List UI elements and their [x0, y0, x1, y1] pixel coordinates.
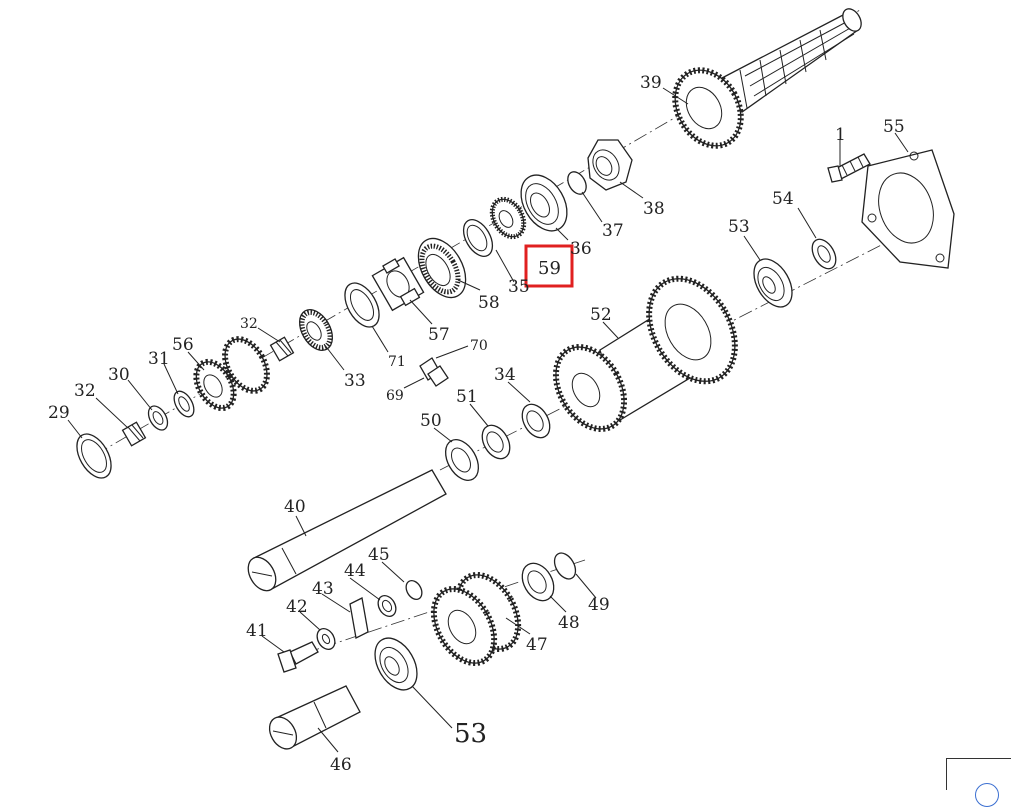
label-57: 57: [428, 325, 450, 345]
washer-48: [521, 562, 555, 602]
label-55: 55: [883, 117, 905, 137]
label-35: 35: [508, 277, 530, 297]
snap-ring-49: [553, 552, 577, 580]
label-70: 70: [470, 338, 488, 354]
label-38: 38: [643, 199, 665, 219]
label-56: 56: [172, 335, 194, 355]
label-34: 34: [494, 365, 516, 385]
label-37: 37: [602, 221, 624, 241]
washer-51: [481, 424, 511, 460]
label-51: 51: [456, 387, 478, 407]
part-labels: 1 55 39 38 37 36 59 35 58 57 71 33 32 56…: [48, 73, 905, 775]
synchro-sleeve-58: [417, 237, 467, 299]
washer-44: [377, 595, 397, 617]
clip-69-70: [419, 357, 449, 387]
leader-lines: [67, 87, 909, 753]
label-36: 36: [570, 239, 592, 259]
label-50: 50: [420, 411, 442, 431]
label-30: 30: [108, 365, 130, 385]
label-47: 47: [526, 635, 548, 655]
needle-bearing-32-lower: [121, 421, 147, 447]
label-46: 46: [330, 755, 352, 775]
label-59: 59: [538, 258, 561, 279]
label-71: 71: [388, 354, 406, 370]
cover-plate-55: [861, 149, 955, 269]
label-48: 48: [558, 613, 580, 633]
label-52: 52: [590, 305, 612, 325]
label-41: 41: [246, 621, 268, 641]
gear-56: [193, 336, 270, 412]
label-54: 54: [772, 189, 794, 209]
synchro-hub-57: [371, 256, 425, 312]
washer-54: [811, 238, 837, 270]
label-44: 44: [344, 561, 366, 581]
diagram-canvas: 1 55 39 38 37 36 59 35 58 57 71 33 32 56…: [48, 8, 955, 775]
gear-59: [489, 196, 527, 240]
label-45: 45: [368, 545, 390, 565]
exploded-parts-diagram: 1 55 39 38 37 36 59 35 58 57 71 33 32 56…: [48, 8, 1011, 807]
bearing-53-lower: [374, 637, 418, 691]
label-58: 58: [478, 293, 500, 313]
washer-31: [173, 390, 195, 418]
label-53-lower: 53: [454, 719, 487, 749]
label-32-upper: 32: [240, 316, 258, 332]
label-39: 39: [640, 73, 662, 93]
thrust-washer-29: [76, 433, 112, 479]
washer-30: [147, 405, 169, 431]
counter-shaft-40: [247, 469, 447, 592]
label-29: 29: [48, 403, 70, 423]
bearing-53-right: [753, 258, 793, 308]
bolt-1: [827, 153, 871, 183]
label-43: 43: [312, 579, 334, 599]
label-1: 1: [835, 125, 846, 145]
washer-35: [462, 219, 494, 257]
label-31: 31: [148, 349, 170, 369]
main-shaft-39: [672, 8, 862, 149]
bearing-50: [444, 439, 480, 481]
snap-ring-37: [567, 171, 587, 195]
spline-coupling-33: [298, 309, 334, 351]
label-33: 33: [344, 371, 366, 391]
idler-shaft-46: [268, 685, 361, 750]
needle-bearing-32-upper: [269, 336, 295, 362]
blocker-ring-71: [344, 282, 380, 328]
info-icon: [975, 783, 999, 807]
label-69: 69: [386, 388, 404, 404]
o-ring-45: [405, 580, 423, 600]
washer-34: [521, 403, 551, 439]
lock-plate-43: [349, 597, 369, 639]
label-49: 49: [588, 595, 610, 615]
corner-widget[interactable]: [946, 758, 1011, 807]
highlight-box: [524, 244, 574, 288]
washer-42: [316, 628, 336, 650]
bolt-41: [277, 641, 319, 673]
idler-gear-47: [430, 572, 522, 666]
label-53-right: 53: [728, 217, 750, 237]
label-32-lower: 32: [74, 381, 96, 401]
label-42: 42: [286, 597, 308, 617]
bearing-36: [520, 174, 568, 232]
counter-gear-52: [552, 275, 738, 432]
label-40: 40: [284, 497, 306, 517]
nut-38: [587, 139, 633, 191]
